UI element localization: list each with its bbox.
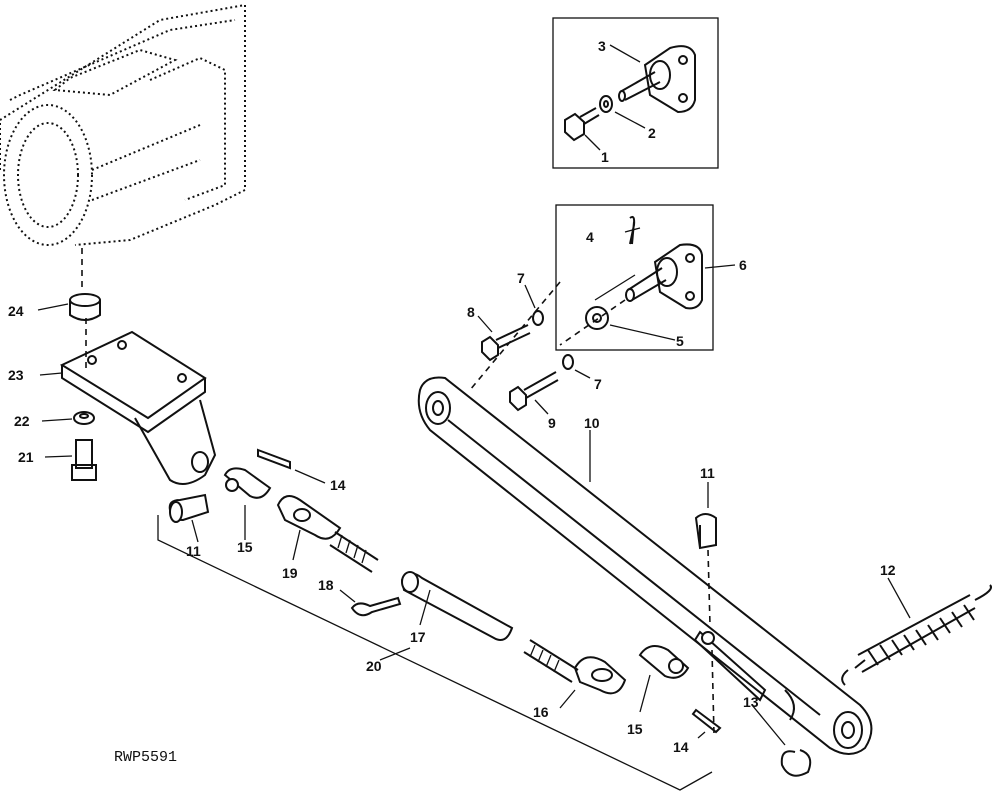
figure-code: RWP5591 bbox=[114, 749, 177, 766]
hardware-7-8-9 bbox=[469, 281, 626, 415]
callout-24: 24 bbox=[8, 303, 24, 319]
callout-2: 2 bbox=[648, 125, 656, 141]
callout-7-upper: 7 bbox=[517, 270, 525, 286]
callout-3: 3 bbox=[598, 38, 606, 54]
callout-9: 9 bbox=[548, 415, 556, 431]
callout-7-lower: 7 bbox=[594, 376, 602, 392]
callout-19: 19 bbox=[282, 565, 298, 581]
callout-14-left: 14 bbox=[330, 477, 346, 493]
inset-box-lower bbox=[555, 204, 736, 351]
callout-14-right: 14 bbox=[673, 739, 689, 755]
callout-6: 6 bbox=[739, 257, 747, 273]
callout-21: 21 bbox=[18, 449, 34, 465]
callout-8: 8 bbox=[467, 304, 475, 320]
callout-1: 1 bbox=[601, 149, 609, 165]
callout-10: 10 bbox=[584, 415, 600, 431]
tractor-housing bbox=[0, 3, 246, 292]
lower-link-arm bbox=[417, 376, 873, 755]
callout-11-left: 11 bbox=[186, 543, 201, 559]
callout-15-left: 15 bbox=[237, 539, 253, 555]
callout-20: 20 bbox=[366, 658, 382, 674]
callout-11-right: 11 bbox=[700, 465, 715, 481]
spring bbox=[841, 584, 992, 686]
mounting-bracket bbox=[37, 293, 217, 485]
callout-12: 12 bbox=[880, 562, 896, 578]
pin-and-spring bbox=[694, 482, 992, 777]
callout-23: 23 bbox=[8, 367, 24, 383]
callout-4: 4 bbox=[586, 229, 594, 245]
callout-17: 17 bbox=[410, 629, 426, 645]
callout-5: 5 bbox=[676, 333, 684, 349]
callout-15-right: 15 bbox=[627, 721, 643, 737]
callout-labels: 3 2 1 4 6 7 8 5 7 9 10 11 12 13 14 15 16… bbox=[8, 38, 896, 766]
callout-22: 22 bbox=[14, 413, 30, 429]
turnbuckle-assembly bbox=[157, 448, 722, 791]
callout-16: 16 bbox=[533, 704, 549, 720]
callout-18: 18 bbox=[318, 577, 334, 593]
inset-box-upper bbox=[552, 17, 719, 169]
callout-13: 13 bbox=[743, 694, 759, 710]
